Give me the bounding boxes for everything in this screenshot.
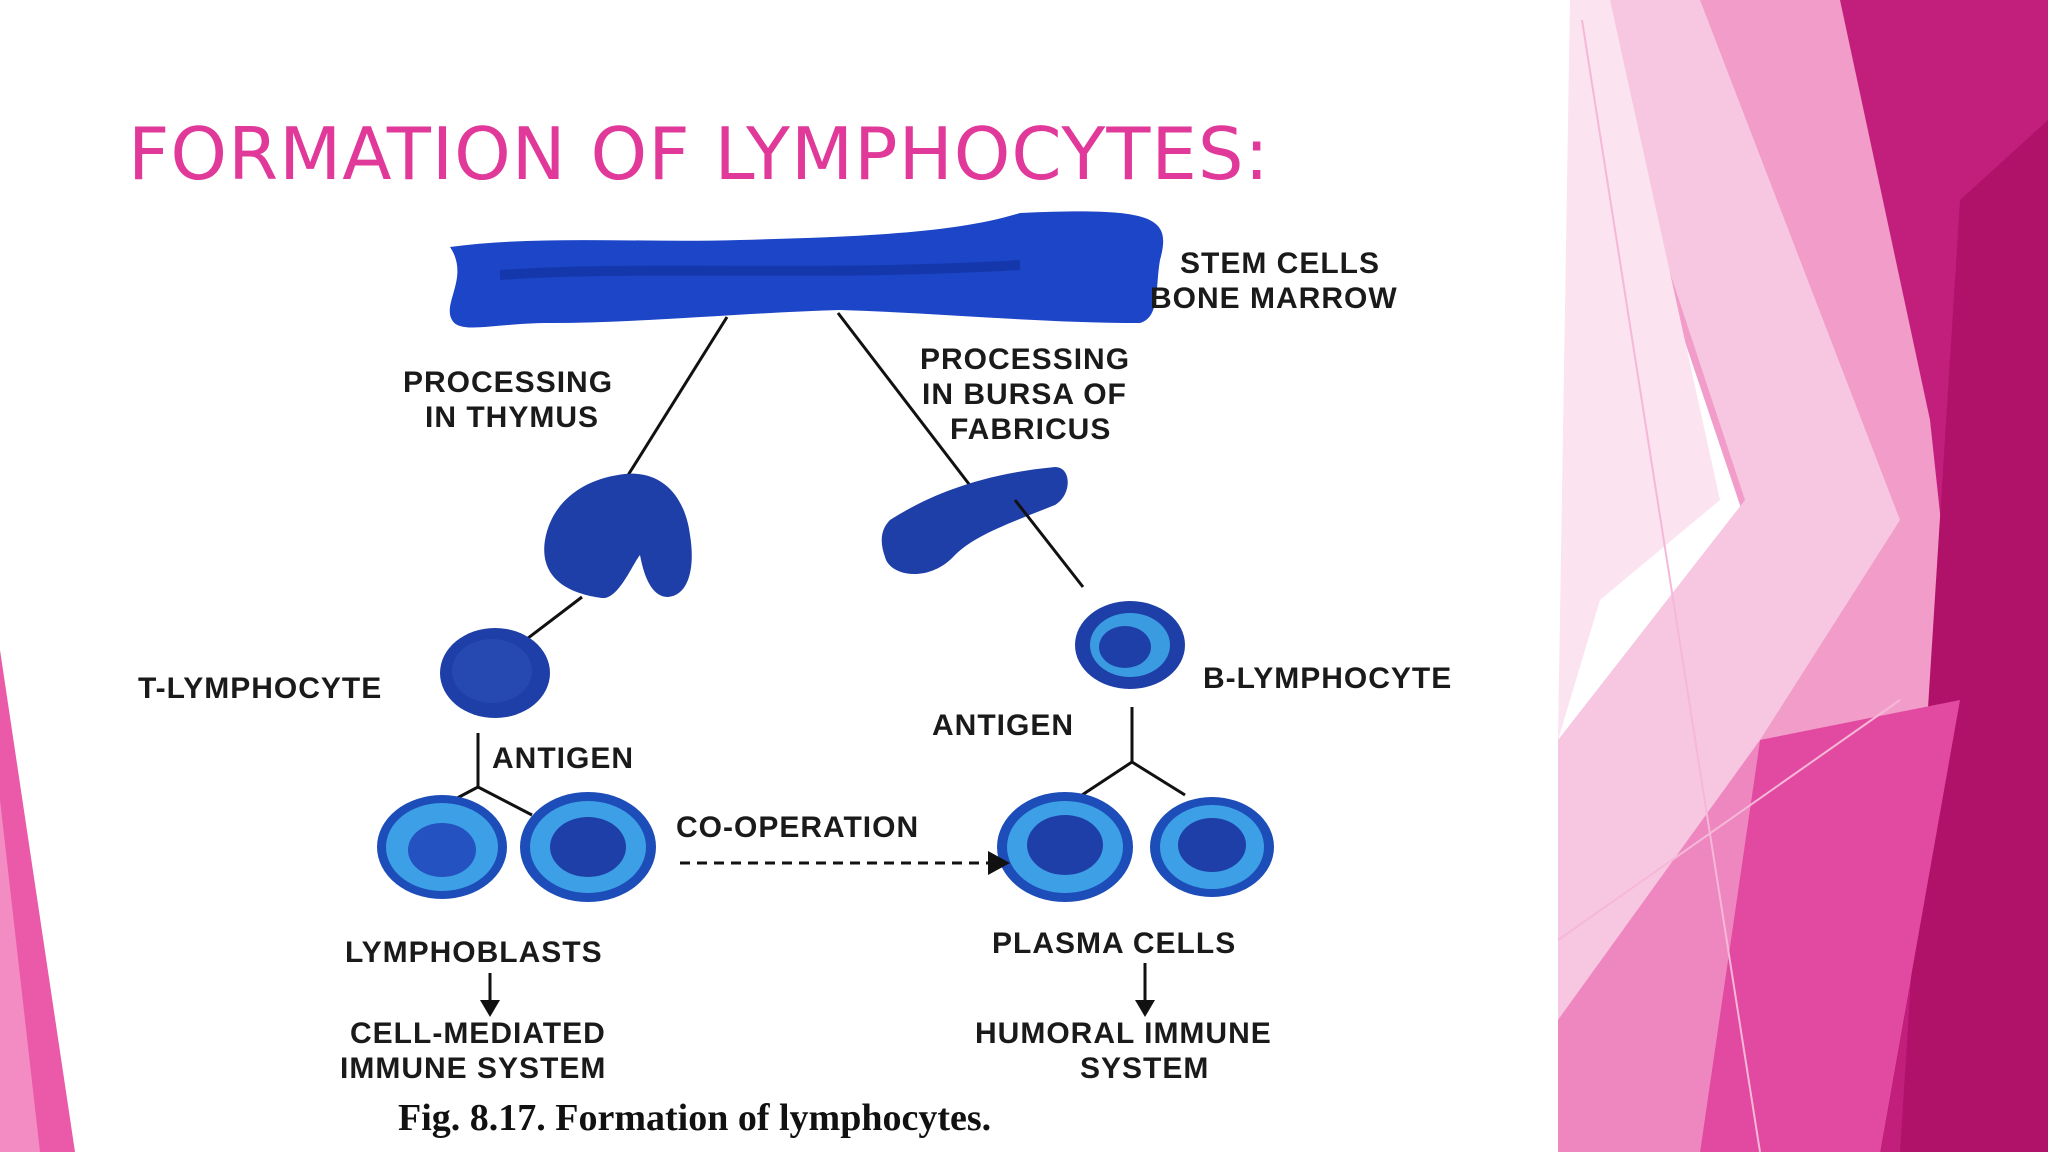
humoral-label-line2: SYSTEM [1080, 1052, 1209, 1085]
humoral-label-line1: HUMORAL IMMUNE [975, 1017, 1272, 1050]
right-dark-facet [1900, 120, 2048, 1152]
lymphocyte-diagram: STEM CELLS BONE MARROW PROCESSING IN THY… [120, 205, 1540, 1150]
right-mid-facet [1558, 740, 1760, 1152]
thymus-branch-line [623, 316, 729, 481]
plasma-down-arrow [1135, 1000, 1155, 1017]
right-thin-line-2 [1557, 699, 1901, 941]
thymus-label-line2: IN THYMUS [425, 401, 599, 434]
thymus-label-line1: PROCESSING [403, 366, 613, 399]
right-white-wedge [1558, 0, 1720, 740]
bursa-shape [881, 467, 1068, 575]
cell-mediated-label-line2: IMMUNE SYSTEM [340, 1052, 606, 1085]
figure-background [120, 205, 1540, 1150]
bursa-to-b-line [1013, 499, 1085, 588]
right-bright-facet [1700, 700, 1960, 1152]
cell-mediated-label-line1: CELL-MEDIATED [350, 1017, 606, 1050]
antigen-right-label: ANTIGEN [932, 709, 1074, 742]
bursa-label-line2: IN BURSA OF [922, 378, 1127, 411]
plasma-cells-label: PLASMA CELLS [992, 927, 1236, 960]
bone-marrow-label: BONE MARROW [1150, 282, 1398, 315]
cooperation-label: CO-OPERATION [676, 811, 919, 844]
thymus-shape [544, 473, 692, 599]
lymphoblasts-label: LYMPHOBLASTS [345, 936, 603, 969]
bursa-label-line1: PROCESSING [920, 343, 1130, 376]
antigen-left-label: ANTIGEN [492, 742, 634, 775]
bursa-label-line3: FABRICUS [950, 413, 1111, 446]
slide-title: FORMATION OF LYMPHOCYTES: [128, 112, 1270, 196]
right-light-facet [1558, 0, 1900, 1020]
figure-caption: Fig. 8.17. Formation of lymphocytes. [398, 1097, 991, 1139]
t-lymphocyte-label: T-LYMPHOCYTE [138, 672, 382, 705]
lymphoblasts-down-arrow [480, 1000, 500, 1017]
left-light-triangle [0, 800, 40, 1152]
bursa-branch-line [836, 312, 987, 506]
stem-cells-label: STEM CELLS [1180, 247, 1380, 280]
right-thin-line-1 [1581, 19, 1761, 1152]
b-lymphocyte-label: B-LYMPHOCYTE [1203, 662, 1452, 695]
